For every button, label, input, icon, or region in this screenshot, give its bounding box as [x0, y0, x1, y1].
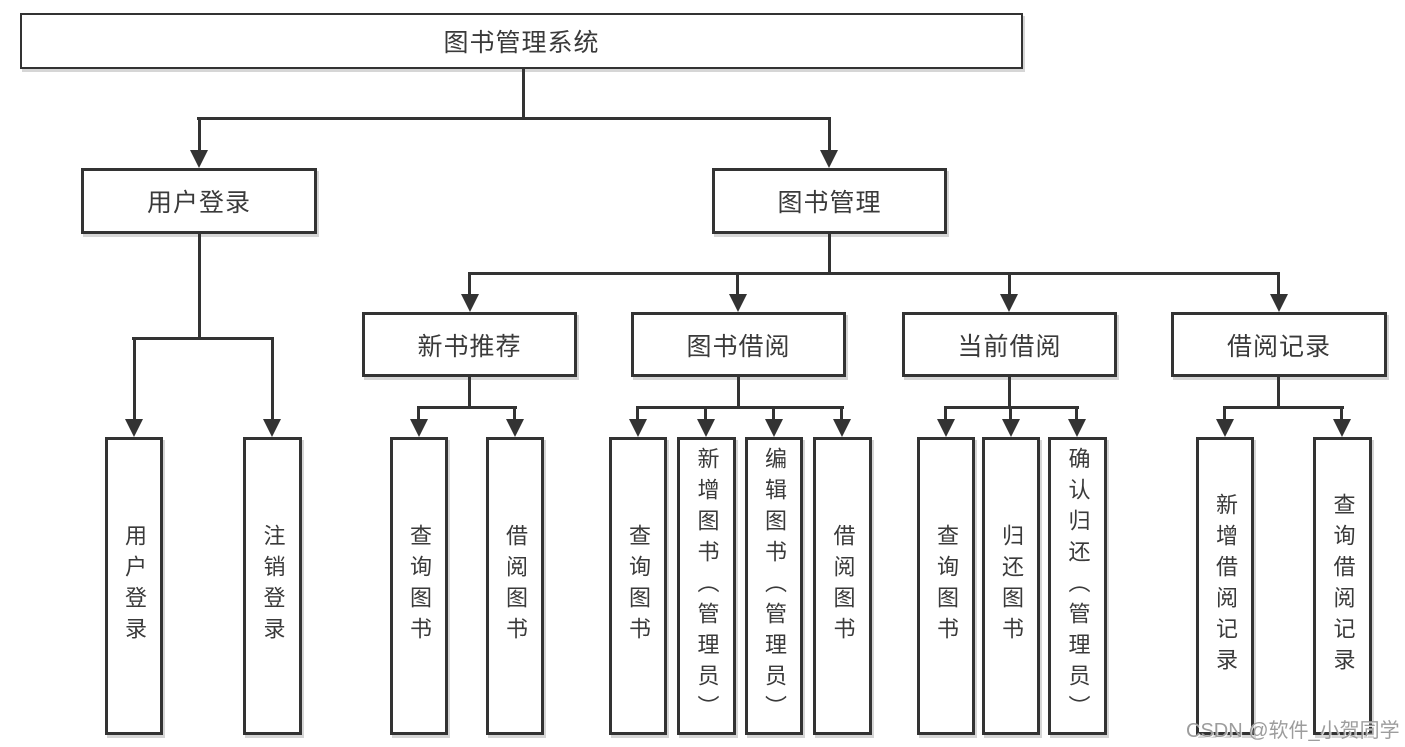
arrowhead-down-icon	[697, 419, 715, 437]
leaf-label: 查询图书	[934, 524, 959, 648]
arrowhead-down-icon	[1002, 419, 1020, 437]
connector-line	[468, 377, 471, 406]
csdn-watermark: CSDN @软件_小贺同学	[1186, 720, 1400, 742]
arrowhead-down-icon	[833, 419, 851, 437]
arrowhead-down-icon	[1000, 294, 1018, 312]
leaf-query-books-recommend: 查询图书	[390, 437, 448, 735]
connector-line	[198, 117, 201, 150]
leaf-edit-book-admin: 编辑图书（管理员）	[745, 437, 803, 735]
arrowhead-down-icon	[410, 419, 428, 437]
connector-line	[736, 272, 739, 294]
arrowhead-down-icon	[125, 419, 143, 437]
arrowhead-down-icon	[629, 419, 647, 437]
connector-line	[1008, 377, 1011, 406]
leaf-label: 确认归还（管理员）	[1065, 446, 1091, 726]
leaf-logout: 注销登录	[243, 437, 302, 735]
connector-line	[1277, 272, 1280, 294]
node-label: 图书管理	[777, 189, 882, 217]
leaf-label: 用户登录	[122, 524, 147, 648]
leaf-label: 编辑图书（管理员）	[762, 446, 787, 726]
connector-line	[197, 117, 831, 120]
arrowhead-down-icon	[506, 419, 524, 437]
leaf-label: 归还图书	[999, 524, 1024, 648]
node-label: 图书借阅	[686, 332, 791, 361]
leaf-add-book-admin: 新增图书（管理员）	[677, 437, 736, 735]
node-label: 借阅记录	[1226, 332, 1331, 361]
arrowhead-down-icon	[765, 419, 783, 437]
connector-line	[1340, 406, 1343, 419]
connector-line	[944, 406, 947, 419]
node-new-book-recommendation: 新书推荐	[362, 312, 577, 377]
leaf-query-borrow-record: 查询借阅记录	[1313, 437, 1372, 735]
leaf-label: 查询借阅记录	[1330, 493, 1356, 679]
connector-line	[468, 272, 1280, 275]
leaf-user-login: 用户登录	[105, 437, 163, 735]
arrowhead-down-icon	[1333, 419, 1351, 437]
connector-line	[198, 234, 201, 337]
leaf-query-books-current: 查询图书	[917, 437, 975, 735]
connector-line	[1008, 272, 1011, 294]
connector-line	[513, 406, 516, 419]
arrowhead-down-icon	[461, 294, 479, 312]
leaf-label: 借阅图书	[830, 524, 856, 648]
connector-line	[636, 406, 844, 409]
arrowhead-down-icon	[1068, 419, 1086, 437]
leaf-confirm-return-admin: 确认归还（管理员）	[1048, 437, 1107, 735]
leaf-label: 查询图书	[407, 524, 432, 648]
connector-line	[1223, 406, 1226, 419]
connector-line	[828, 117, 831, 150]
leaf-label: 借阅图书	[503, 524, 528, 648]
leaf-query-books-borrowing: 查询图书	[609, 437, 667, 735]
node-current-borrowing: 当前借阅	[902, 312, 1117, 377]
node-label: 当前借阅	[957, 332, 1062, 361]
connector-line	[133, 337, 136, 419]
leaf-label: 新增借阅记录	[1213, 493, 1238, 679]
leaf-borrow-books-borrowing: 借阅图书	[813, 437, 872, 735]
arrowhead-down-icon	[190, 150, 208, 168]
node-label: 新书推荐	[417, 332, 522, 361]
node-borrowing-records: 借阅记录	[1171, 312, 1387, 377]
arrowhead-down-icon	[1216, 419, 1234, 437]
connector-line	[1223, 406, 1344, 409]
node-label: 图书管理系统	[443, 29, 600, 57]
arrowhead-down-icon	[820, 150, 838, 168]
connector-line	[271, 337, 274, 419]
connector-line	[1277, 377, 1280, 406]
connector-line	[1075, 406, 1078, 419]
leaf-add-borrow-record: 新增借阅记录	[1196, 437, 1254, 735]
connector-line	[772, 406, 775, 419]
connector-line	[737, 377, 740, 406]
connector-line	[468, 272, 471, 294]
node-book-management: 图书管理	[712, 168, 947, 234]
connector-line	[828, 234, 831, 272]
leaf-label: 注销登录	[260, 524, 286, 648]
arrowhead-down-icon	[1270, 294, 1288, 312]
node-user-login: 用户登录	[81, 168, 317, 234]
node-label: 用户登录	[146, 189, 251, 217]
arrowhead-down-icon	[937, 419, 955, 437]
connector-line	[522, 69, 525, 117]
connector-line	[636, 406, 639, 419]
leaf-borrow-books-recommend: 借阅图书	[486, 437, 544, 735]
connector-line	[417, 406, 517, 409]
connector-line	[132, 337, 274, 340]
arrowhead-down-icon	[729, 294, 747, 312]
connector-line	[1009, 406, 1012, 419]
leaf-label: 查询图书	[626, 524, 651, 648]
connector-line	[840, 406, 843, 419]
leaf-label: 新增图书（管理员）	[694, 446, 720, 726]
node-book-management-system: 图书管理系统	[20, 13, 1023, 69]
leaf-return-books: 归还图书	[982, 437, 1040, 735]
connector-line	[704, 406, 707, 419]
arrowhead-down-icon	[263, 419, 281, 437]
connector-line	[417, 406, 420, 419]
node-book-borrowing: 图书借阅	[631, 312, 846, 377]
